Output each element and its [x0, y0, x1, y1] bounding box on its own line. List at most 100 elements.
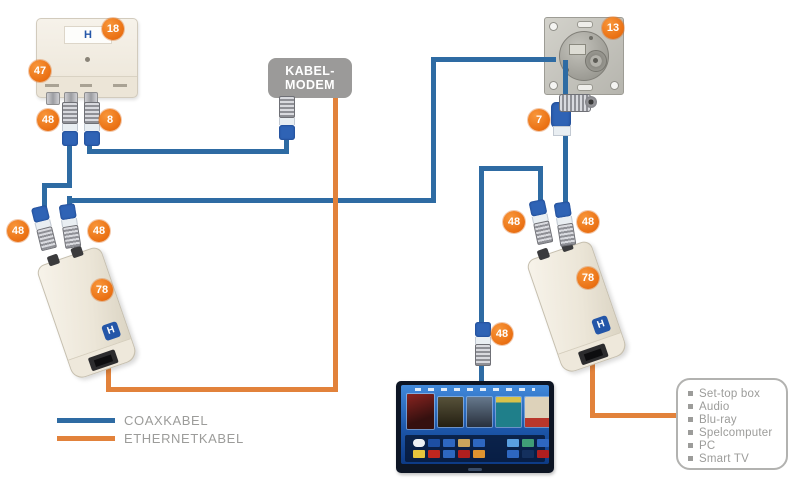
ethernet-segment — [590, 350, 595, 416]
modem-label-line2: MODEM — [285, 78, 335, 92]
brand-logo: H — [101, 320, 122, 342]
movie-poster — [467, 397, 492, 427]
coax-segment — [67, 144, 72, 188]
badge-angle-connector: 7 — [528, 109, 550, 131]
app-tile — [473, 439, 485, 447]
print-mark — [113, 84, 127, 87]
coax-connector — [58, 203, 82, 249]
coax-connector — [62, 102, 78, 146]
list-item: PC — [688, 439, 786, 452]
app-tile — [413, 439, 425, 447]
coax-segment — [67, 198, 436, 203]
coax-connector — [528, 198, 554, 246]
connector-ring — [475, 337, 491, 344]
ethernet-swatch — [57, 435, 115, 441]
badge-right-adapter-conn-right: 48 — [577, 211, 599, 233]
screw-hole — [549, 81, 558, 90]
legend: COAXKABEL ETHERNETKABEL — [57, 411, 244, 447]
print-mark — [80, 84, 92, 87]
connector-ring — [84, 124, 100, 131]
app-tile — [458, 439, 470, 447]
connector-ring — [279, 118, 295, 125]
connector-barrel — [533, 220, 554, 246]
connected-devices-box: Set-top box Audio Blu-ray Spelcomputer P… — [676, 378, 788, 470]
connector-body — [84, 131, 100, 146]
movie-poster — [496, 397, 521, 427]
adapter-port — [536, 247, 551, 261]
coax-connector — [84, 102, 100, 146]
badge-right-adapter-conn-left: 48 — [503, 211, 525, 233]
list-item: Audio — [688, 400, 786, 413]
badge-left-adapter-conn-right: 48 — [88, 220, 110, 242]
device-label: Set-top box — [699, 387, 761, 400]
list-item: Blu-ray — [688, 413, 786, 426]
connector-barrel — [62, 102, 78, 124]
coax-connector — [475, 322, 491, 366]
connector-barrel — [557, 222, 577, 247]
connector-barrel — [62, 224, 82, 249]
coax-segment — [87, 142, 92, 154]
smart-tv — [396, 381, 554, 473]
screw-dot — [589, 36, 593, 40]
print-mark — [45, 84, 59, 87]
badge-splitter-conn-right: 8 — [99, 109, 121, 131]
app-tile — [473, 450, 485, 458]
badge-splitter-unit: 18 — [102, 18, 124, 40]
coax-connector — [553, 201, 577, 247]
legend-row-coax: COAXKABEL — [57, 411, 244, 429]
tv-app-dock — [405, 435, 549, 462]
connector-body — [279, 125, 295, 140]
coax-swatch — [57, 417, 115, 423]
app-tile — [537, 450, 549, 458]
bullet-square — [688, 391, 693, 396]
adapter-port — [46, 253, 61, 267]
bullet-square — [688, 430, 693, 435]
coax-segment — [563, 128, 568, 208]
movie-poster — [438, 397, 463, 427]
bullet-square — [688, 443, 693, 448]
badge-wall-socket: 13 — [602, 17, 624, 39]
ethernet-segment — [106, 366, 111, 390]
badge-right-adapter-unit: 78 — [577, 267, 599, 289]
brand-logo: H — [591, 314, 612, 336]
list-item: Smart TV — [688, 452, 786, 465]
ethernet-segment — [106, 387, 338, 392]
coax-segment — [479, 166, 484, 326]
connector-tip — [585, 96, 597, 108]
ethernet-segment — [590, 413, 680, 418]
coax-segment — [284, 126, 289, 154]
tv-logo — [468, 468, 482, 471]
connector-barrel — [279, 96, 295, 118]
app-tile — [443, 439, 455, 447]
device-label: Audio — [699, 400, 730, 413]
modem-label-line1: KABEL- — [285, 64, 335, 78]
bullet-square — [688, 456, 693, 461]
iec-connector — [585, 50, 607, 72]
app-tile — [507, 450, 519, 458]
app-tile — [428, 450, 440, 458]
legend-row-ethernet: ETHERNETKABEL — [57, 429, 244, 447]
app-tile — [507, 439, 519, 447]
coax-segment — [87, 149, 289, 154]
connector-barrel — [475, 344, 491, 366]
coax-segment — [563, 60, 568, 105]
legend-label: ETHERNETKABEL — [124, 430, 244, 446]
app-tile — [522, 450, 534, 458]
bullet-square — [688, 404, 693, 409]
app-tile — [428, 439, 440, 447]
screw-hole — [549, 22, 558, 31]
coax-connector — [30, 204, 58, 252]
connector-ring — [553, 126, 571, 136]
badge-left-adapter-unit: 78 — [91, 279, 113, 301]
list-item: Set-top box — [688, 387, 786, 400]
socket-window — [569, 44, 586, 55]
tv-poster-row — [407, 394, 549, 429]
mount-slot — [577, 21, 593, 28]
coax-segment — [538, 166, 543, 206]
right-coax-ethernet-adapter: H — [525, 239, 629, 375]
device-label: Spelcomputer — [699, 426, 773, 439]
connector-ring — [62, 124, 78, 131]
movie-poster — [525, 397, 549, 427]
bullet-square — [688, 417, 693, 422]
